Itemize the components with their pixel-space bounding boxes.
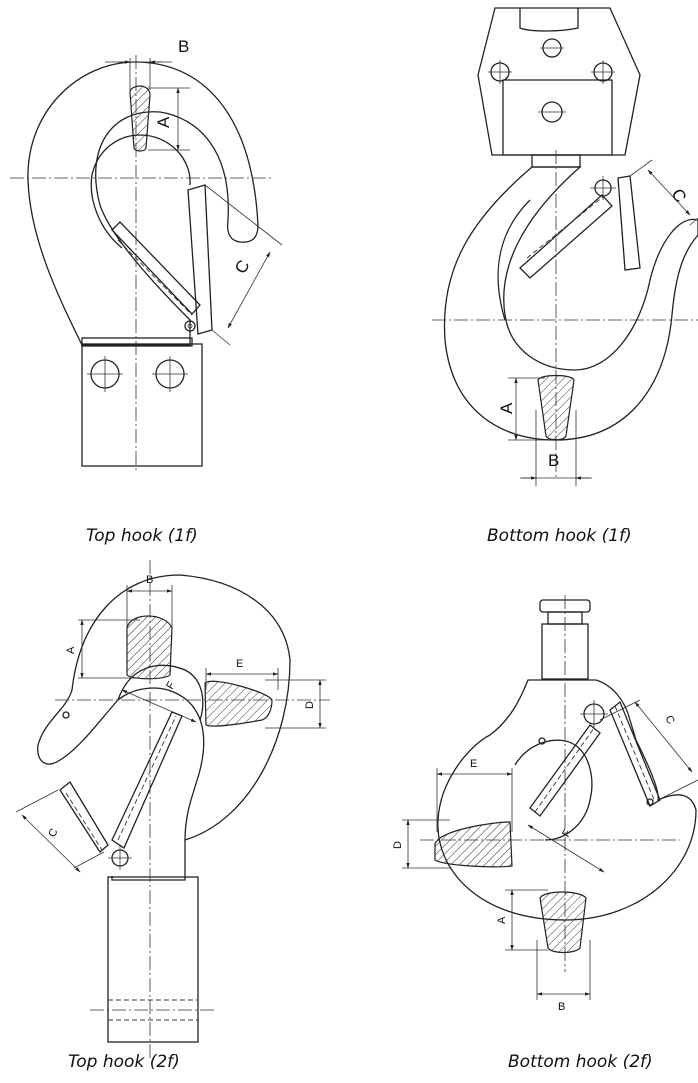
caption-top-hook-1f: Top hook (1f) <box>86 526 198 546</box>
bottom-hook-2f <box>402 595 698 1000</box>
dim-c-label-top1f: C <box>231 257 254 277</box>
top-hook-2f <box>15 560 330 1060</box>
dim-c-label-bottom2f: C <box>662 714 676 727</box>
dim-b-label-bottom2f: B <box>558 1001 565 1013</box>
dim-a-label-bottom2f: A <box>496 916 508 924</box>
dim-d-label-bottom2f: D <box>392 841 404 849</box>
bottom-hook-1f <box>432 7 698 486</box>
dim-a-label-top2f: A <box>65 646 77 654</box>
caption-bottom-hook-1f: Bottom hook (1f) <box>487 526 632 546</box>
caption-bottom-hook-2f: Bottom hook (2f) <box>508 1052 653 1072</box>
dim-b-label-bottom1f: B <box>548 451 559 470</box>
caption-top-hook-2f: Top hook (2f) <box>68 1052 180 1072</box>
dim-a-label-bottom1f: A <box>497 402 516 414</box>
dim-d-label-top2f: D <box>304 701 316 709</box>
dim-b-label-top1f: B <box>178 37 189 56</box>
dim-b-label-top2f: B <box>146 574 153 586</box>
dim-f-label-bottom2f: F <box>560 827 574 839</box>
dim-c-label-bottom1f: C <box>668 186 691 206</box>
dim-c-label-top2f: C <box>46 827 60 840</box>
dim-e-label-bottom2f: E <box>470 758 477 770</box>
top-hook-1f <box>10 55 283 470</box>
dim-a-label-top1f: A <box>154 116 173 128</box>
dim-e-label-top2f: E <box>236 658 243 670</box>
